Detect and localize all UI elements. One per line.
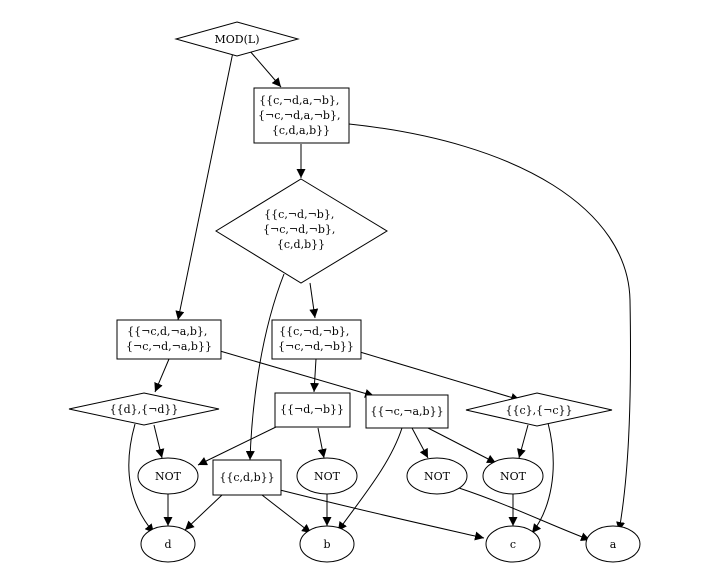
svg-text:{{¬c,¬a,b}}: {{¬c,¬a,b}} [370, 405, 443, 418]
svg-text:{{¬d,¬b}}: {{¬d,¬b}} [280, 403, 344, 416]
svg-text:d: d [164, 538, 171, 551]
edge-not3-a [458, 487, 591, 542]
node-leaf-d[interactable]: d [140, 525, 196, 563]
node-r3[interactable]: {{c,¬d,¬b}, {¬c,¬d,¬b}} [271, 319, 362, 360]
svg-text:{{c,¬d,a,¬b}, {¬c,¬d,a,¬: {{c,¬d,a,¬b}, {¬c,¬d,a,¬b}, {c,d,a,b}} [258, 94, 344, 137]
node-d1[interactable]: {{c,¬d,¬b}, {¬c,¬d,¬b}, {c,d,b}} [215, 178, 388, 284]
edges [128, 49, 631, 542]
node-not3-label: NOT [424, 470, 451, 483]
svg-text:NOT: NOT [500, 470, 527, 483]
edge-r4-not1 [197, 425, 279, 466]
node-not2[interactable]: NOT [296, 457, 358, 495]
edge-mod-r1 [248, 49, 282, 88]
edge-r6-b [261, 494, 312, 534]
svg-text:NOT: NOT [424, 470, 451, 483]
edge-mod-r2 [175, 51, 234, 321]
edge-d1-r6 [245, 273, 285, 461]
edge-r6-c [279, 489, 485, 541]
svg-text:{{c,d,b}}: {{c,d,b}} [219, 471, 274, 484]
svg-text:NOT: NOT [155, 470, 182, 483]
svg-text:{{¬c,d,¬a,b}, {¬c,¬d,¬a,: {{¬c,d,¬a,b}, {¬c,¬d,¬a,b}} [126, 325, 212, 353]
node-leaf-c-label: c [510, 538, 516, 551]
node-d2-label: {{d},{¬d}} [110, 403, 179, 416]
node-d1-line-2: {¬c,¬d,¬b}, [263, 223, 335, 236]
node-leaf-b[interactable]: b [299, 525, 355, 563]
node-r6-label: {{c,d,b}} [219, 471, 274, 484]
svg-text:c: c [510, 538, 516, 551]
node-mod-label: MOD(L) [215, 33, 260, 46]
node-leaf-b-label: b [323, 538, 330, 551]
node-leaf-a-label: a [610, 538, 617, 551]
node-r5[interactable]: {{¬c,¬a,b}} [365, 394, 449, 429]
svg-text:{{c,¬d,¬b}, {¬c,¬d,¬b},: {{c,¬d,¬b}, {¬c,¬d,¬b}, {c,d,b}} [263, 208, 339, 251]
node-r4[interactable]: {{¬d,¬b}} [274, 392, 351, 428]
node-r3-line-1: {{c,¬d,¬b}, [279, 325, 349, 338]
node-r2[interactable]: {{¬c,d,¬a,b}, {¬c,¬d,¬a,b}} [116, 319, 222, 360]
edge-d2-not1 [153, 424, 165, 459]
edge-d3-c [531, 422, 554, 534]
node-leaf-c[interactable]: c [485, 525, 541, 563]
node-d2[interactable]: {{d},{¬d}} [68, 392, 220, 426]
node-r1-line-1: {{c,¬d,a,¬b}, [259, 94, 339, 107]
svg-text:MOD(L): MOD(L) [215, 33, 260, 46]
edge-r5-not3 [411, 427, 429, 459]
node-not2-label: NOT [314, 470, 341, 483]
svg-text:{{c},{¬c}}: {{c},{¬c}} [505, 404, 572, 417]
edge-r2-r5 [219, 350, 375, 398]
node-r1-line-3: {c,d,a,b}} [272, 124, 330, 137]
node-r5-label: {{¬c,¬a,b}} [370, 405, 443, 418]
edge-r6-d [184, 494, 223, 531]
edge-r5-b [337, 427, 403, 532]
edge-d2-d [128, 423, 155, 534]
edge-r1-a [348, 123, 631, 532]
svg-text:b: b [323, 538, 330, 551]
node-r6[interactable]: {{c,d,b}} [212, 459, 282, 496]
node-not3[interactable]: NOT [406, 457, 468, 495]
node-not1-label: NOT [155, 470, 182, 483]
node-r1-line-2: {¬c,¬d,a,¬b}, [258, 109, 340, 122]
edge-r4-not2 [317, 427, 327, 459]
svg-text:NOT: NOT [314, 470, 341, 483]
node-not4[interactable]: NOT [482, 457, 544, 495]
node-not4-label: NOT [500, 470, 527, 483]
edge-r2-d2 [154, 358, 170, 393]
node-r2-line-2: {¬c,¬d,¬a,b}} [126, 340, 212, 353]
edge-d1-r3 [309, 282, 319, 319]
node-r2-line-1: {{¬c,d,¬a,b}, [127, 325, 207, 338]
node-r1[interactable]: {{c,¬d,a,¬b}, {¬c,¬d,a,¬b}, {c,d,a,b}} [253, 87, 350, 144]
node-leaf-d-label: d [164, 538, 171, 551]
edge-r5-not4 [427, 427, 497, 464]
node-leaf-a[interactable]: a [585, 525, 641, 563]
node-mod[interactable]: MOD(L) [174, 21, 300, 57]
svg-text:a: a [610, 538, 617, 551]
node-not1[interactable]: NOT [137, 457, 199, 495]
svg-text:{{d},{¬d}}: {{d},{¬d}} [110, 403, 179, 416]
node-d3-label: {{c},{¬c}} [505, 404, 572, 417]
node-d1-line-3: {c,d,b}} [277, 238, 325, 251]
node-r4-label: {{¬d,¬b}} [280, 403, 344, 416]
node-d3[interactable]: {{c},{¬c}} [465, 392, 613, 427]
edge-d3-not4 [517, 424, 529, 459]
edge-r3-r4 [310, 358, 320, 393]
node-d1-line-1: {{c,¬d,¬b}, [264, 208, 334, 221]
edge-r3-d3 [359, 351, 521, 402]
svg-text:{{c,¬d,¬b}, {¬c,¬d,¬b}}: {{c,¬d,¬b}, {¬c,¬d,¬b}} [278, 325, 354, 353]
node-r3-line-2: {¬c,¬d,¬b}} [278, 340, 354, 353]
